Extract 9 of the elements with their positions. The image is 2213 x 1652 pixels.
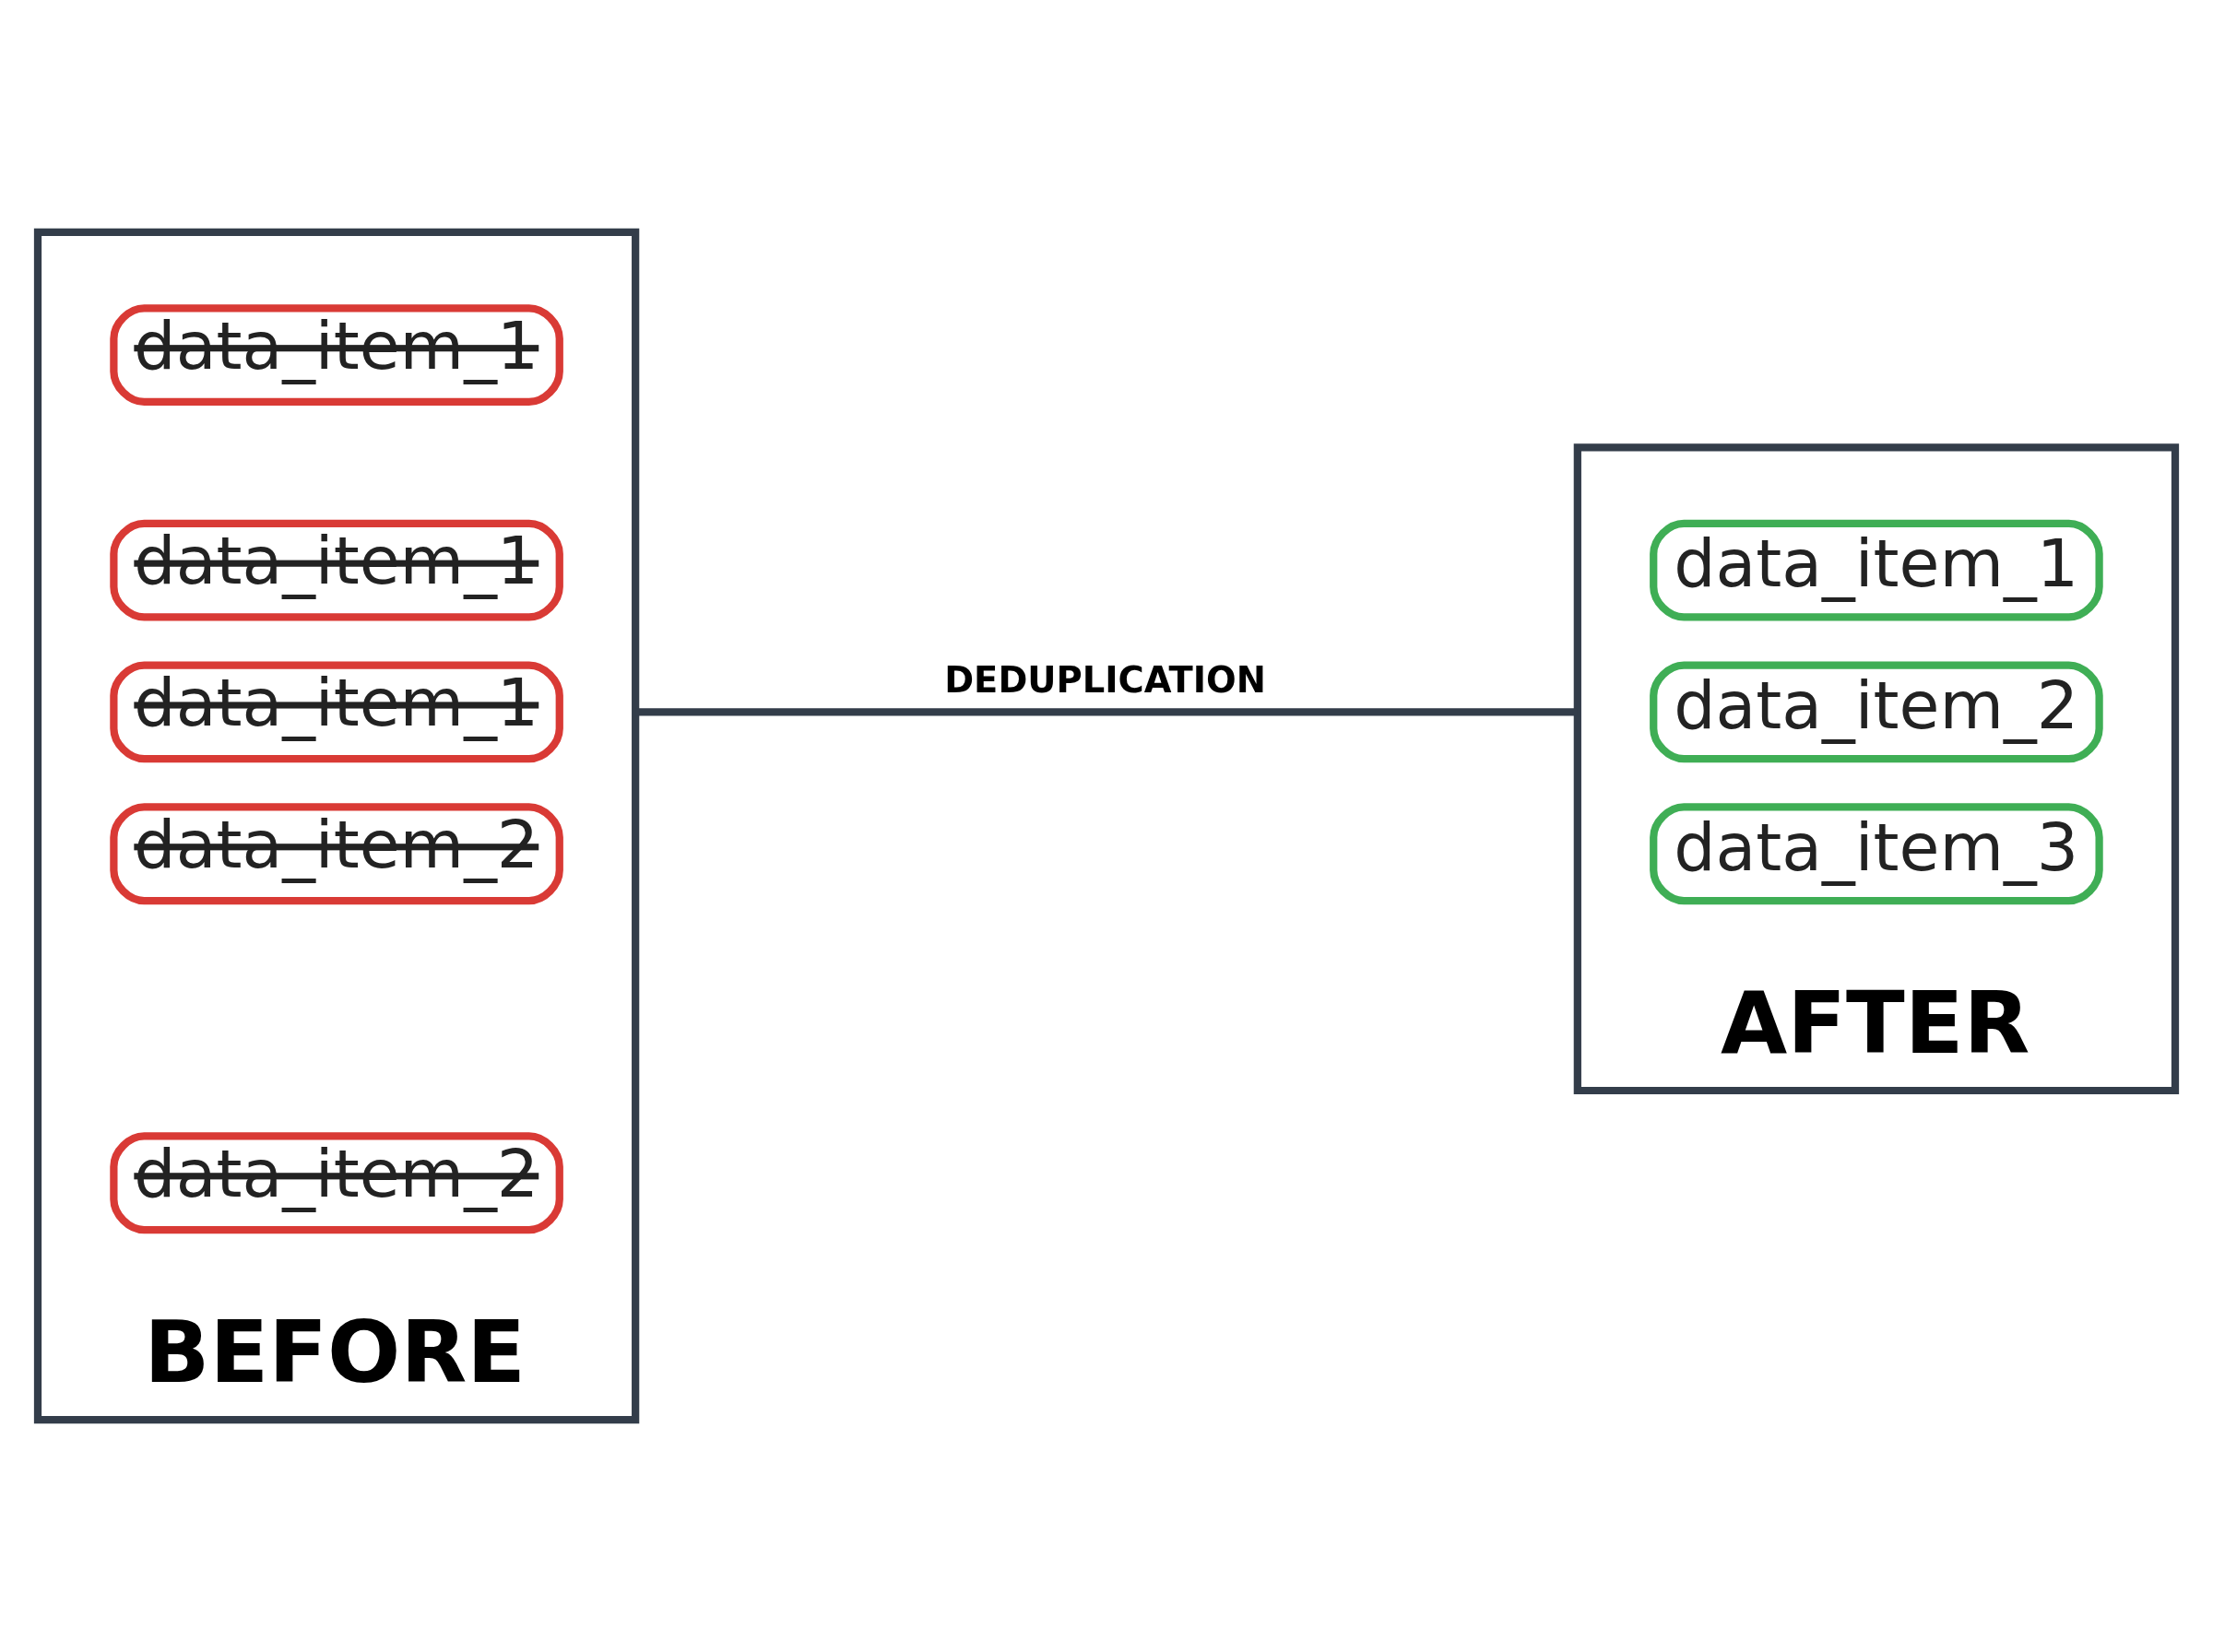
node-box: data_item_2	[110, 1132, 563, 1234]
node-box: data_item_1	[1650, 519, 2103, 621]
node-box: data_item_1	[110, 661, 563, 763]
node-box: data_item_2	[1650, 661, 2103, 763]
node-box: data_item_3	[1650, 803, 2103, 905]
node-box: data_item_1	[110, 519, 563, 621]
edge-label: DEDUPLICATION	[944, 658, 1266, 701]
node-box: data_item_2	[110, 803, 563, 905]
node-box: data_item_1	[110, 304, 563, 407]
